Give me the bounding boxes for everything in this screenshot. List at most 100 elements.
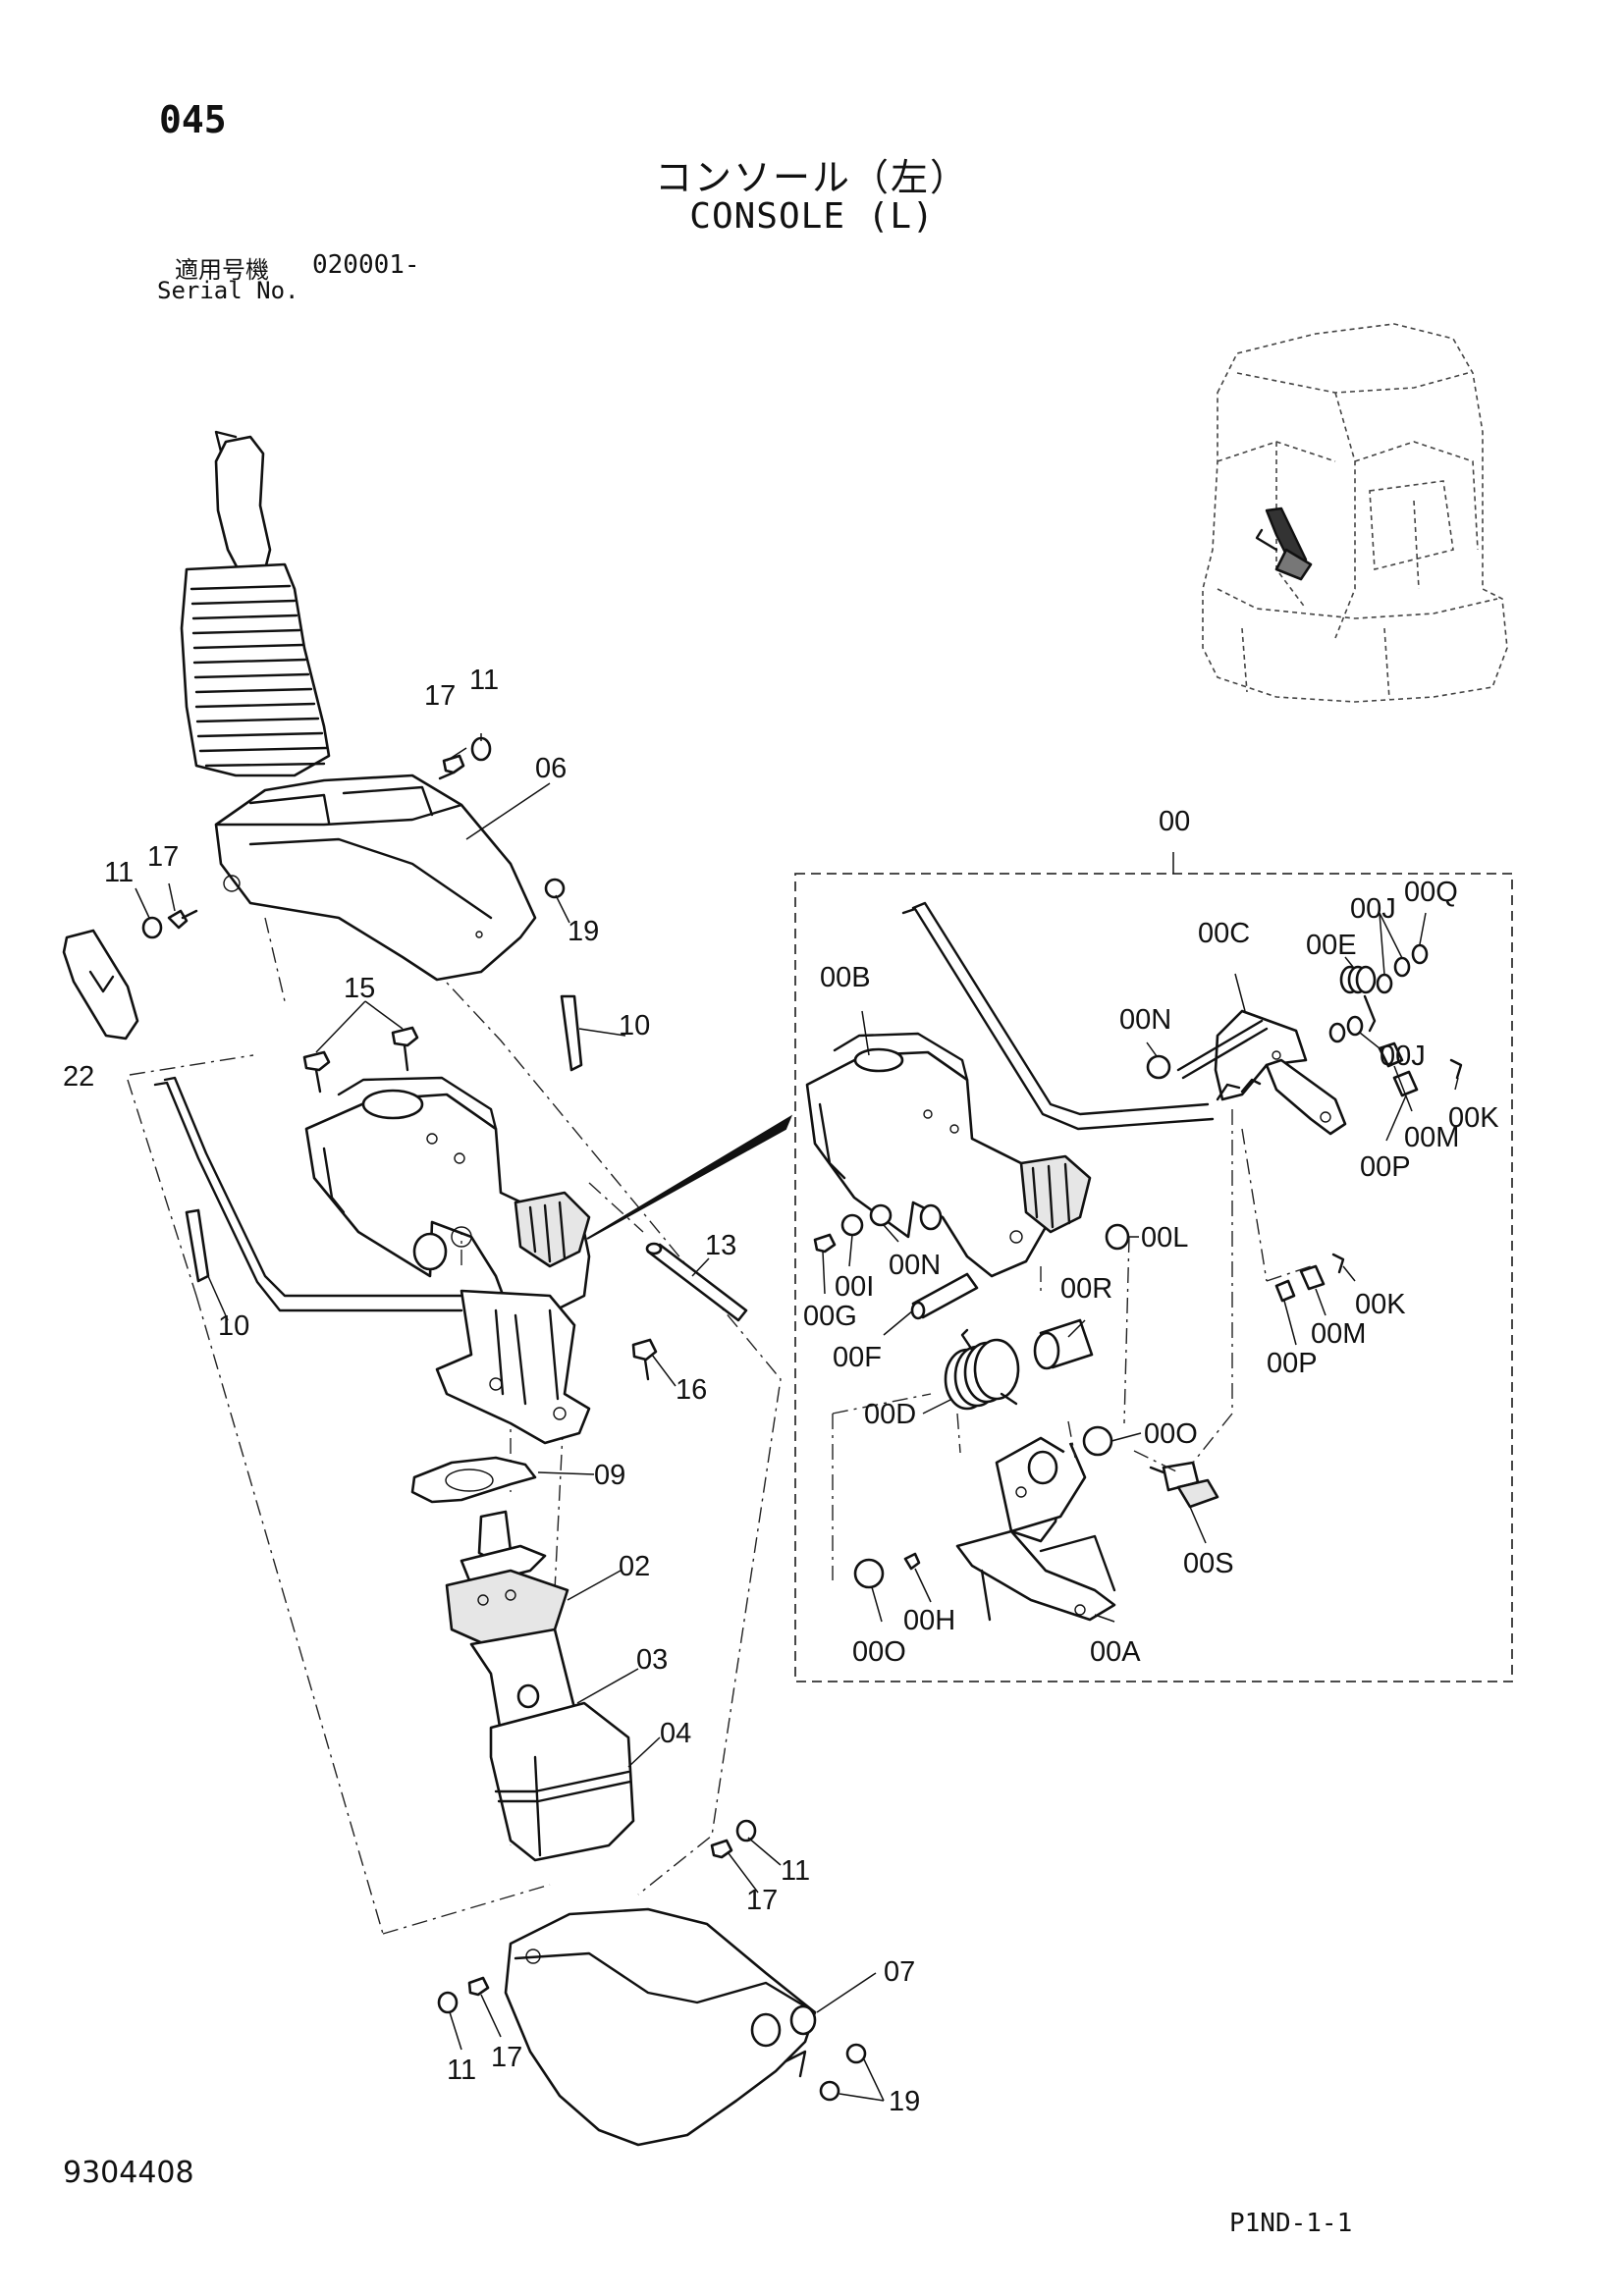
label-09: 09 xyxy=(594,1460,625,1491)
nut-11-bot xyxy=(437,1991,459,2014)
label-19-top: 19 xyxy=(568,916,599,947)
label-00J-top: 00J xyxy=(1350,893,1396,925)
label-00R: 00R xyxy=(1060,1273,1112,1305)
serial-number-value: 020001- xyxy=(312,250,420,280)
label-00F: 00F xyxy=(833,1342,882,1373)
label-11-left: 11 xyxy=(104,857,134,888)
label-00A: 00A xyxy=(1090,1636,1141,1668)
bracket-00B xyxy=(805,1032,1092,1278)
washer-00J-mid-2 xyxy=(1346,1015,1364,1037)
label-04: 04 xyxy=(660,1718,691,1749)
label-00N-mid: 00N xyxy=(889,1250,941,1281)
pin-10-left xyxy=(185,1208,210,1283)
bolt-17-low xyxy=(710,1839,733,1859)
torsion-spring-00D xyxy=(944,1328,1020,1411)
pin-10-right xyxy=(560,994,583,1072)
collar-00O-left xyxy=(853,1558,885,1589)
left-assembly: 17 11 06 11 17 19 22 15 10 10 13 16 09 0… xyxy=(62,430,920,2147)
label-00B: 00B xyxy=(820,962,871,993)
label-00S: 00S xyxy=(1183,1548,1234,1579)
label-16: 16 xyxy=(676,1374,707,1406)
label-11-bot: 11 xyxy=(447,2055,476,2086)
bolts-15 xyxy=(302,1026,419,1094)
bolt-16 xyxy=(631,1338,658,1362)
label-00M-low: 00M xyxy=(1311,1318,1366,1350)
label-11-low: 11 xyxy=(781,1855,810,1887)
washer-00J-mid-1 xyxy=(1328,1022,1346,1043)
bushing-00R xyxy=(1033,1318,1094,1370)
collar-00N-mid xyxy=(869,1203,893,1227)
clip-00K-top xyxy=(1449,1058,1463,1080)
label-00J-mid: 00J xyxy=(1380,1041,1426,1072)
bushing-00P-top xyxy=(1392,1070,1419,1097)
label-03: 03 xyxy=(636,1644,668,1676)
label-00P-top: 00P xyxy=(1360,1151,1411,1183)
label-00M-top: 00M xyxy=(1404,1122,1459,1153)
collar-00O-right xyxy=(1082,1425,1113,1457)
label-13: 13 xyxy=(705,1230,736,1261)
screw-19-top xyxy=(544,878,566,899)
upper-cover-06 xyxy=(214,774,537,982)
label-17-top: 17 xyxy=(424,680,456,712)
label-17-low: 17 xyxy=(746,1885,778,1916)
label-10-right: 10 xyxy=(619,1010,650,1041)
label-00P-low: 00P xyxy=(1267,1348,1318,1379)
screw-19-bot-1 xyxy=(845,2043,867,2064)
nut-11-left xyxy=(141,916,163,939)
serial-label-english: Serial No. xyxy=(157,277,299,304)
boot-04 xyxy=(489,1701,635,1862)
label-06: 06 xyxy=(535,753,567,784)
ring-00Q xyxy=(1411,943,1429,965)
detail-box-00: 00 00B 00C 00E 00J 00Q 00N 00J 00K 00M 0… xyxy=(794,806,1513,1682)
page-title-japanese: コンソール（左） xyxy=(654,156,969,199)
label-19-bot: 19 xyxy=(889,2086,920,2117)
label-00N-top: 00N xyxy=(1119,1004,1171,1036)
serial-label-japanese: 適用号機 xyxy=(175,256,269,284)
clip-00K-low xyxy=(1331,1253,1345,1274)
base-bracket-00A xyxy=(955,1436,1116,1622)
sheet-code: P1ND-1-1 xyxy=(1229,2209,1353,2238)
label-22: 22 xyxy=(63,1061,94,1093)
label-00K-top: 00K xyxy=(1448,1102,1499,1134)
label-00Q: 00Q xyxy=(1404,877,1458,908)
label-11-top: 11 xyxy=(469,665,499,696)
label-00E: 00E xyxy=(1306,930,1357,961)
label-15: 15 xyxy=(344,973,375,1004)
lever-bracket xyxy=(304,1076,591,1445)
label-00: 00 xyxy=(1159,806,1190,837)
detail-pointer xyxy=(586,1114,793,1240)
label-00O-right: 00O xyxy=(1144,1418,1198,1450)
washer-00J-top-1 xyxy=(1376,973,1393,994)
label-00H: 00H xyxy=(903,1605,955,1636)
pilot-valve-02 xyxy=(445,1510,576,1735)
label-10-left: 10 xyxy=(218,1310,249,1342)
bushing-00M-top xyxy=(1378,1041,1404,1068)
label-07: 07 xyxy=(884,1956,915,1988)
machine-locator-view xyxy=(1202,323,1508,703)
collar-00N-top xyxy=(1146,1054,1171,1080)
bolt-17-top xyxy=(442,754,465,774)
ring-00L xyxy=(1105,1223,1130,1251)
label-00L: 00L xyxy=(1141,1222,1188,1254)
washer-00J-top-2 xyxy=(1393,956,1411,978)
label-17-bot: 17 xyxy=(491,2042,522,2073)
bolt-00G xyxy=(813,1233,837,1254)
spring-00E xyxy=(1339,965,1377,1033)
plate-00C xyxy=(1176,1009,1347,1136)
bolt-17-bot xyxy=(467,1976,490,1997)
label-00D: 00D xyxy=(864,1399,916,1430)
bushing-00M-low xyxy=(1299,1264,1326,1291)
label-17-left: 17 xyxy=(147,841,179,873)
nut-11-top xyxy=(470,736,492,762)
screw-19-bot-2 xyxy=(819,2080,840,2102)
page-title-english: CONSOLE (L) xyxy=(689,196,935,237)
gasket-09 xyxy=(410,1456,537,1504)
label-00G: 00G xyxy=(803,1301,857,1332)
nut-11-low xyxy=(735,1819,757,1842)
control-lever xyxy=(180,430,331,777)
screw-00H xyxy=(903,1552,921,1571)
bolt-17-left xyxy=(167,909,189,930)
washer-00I xyxy=(840,1213,864,1237)
label-02: 02 xyxy=(619,1551,650,1582)
